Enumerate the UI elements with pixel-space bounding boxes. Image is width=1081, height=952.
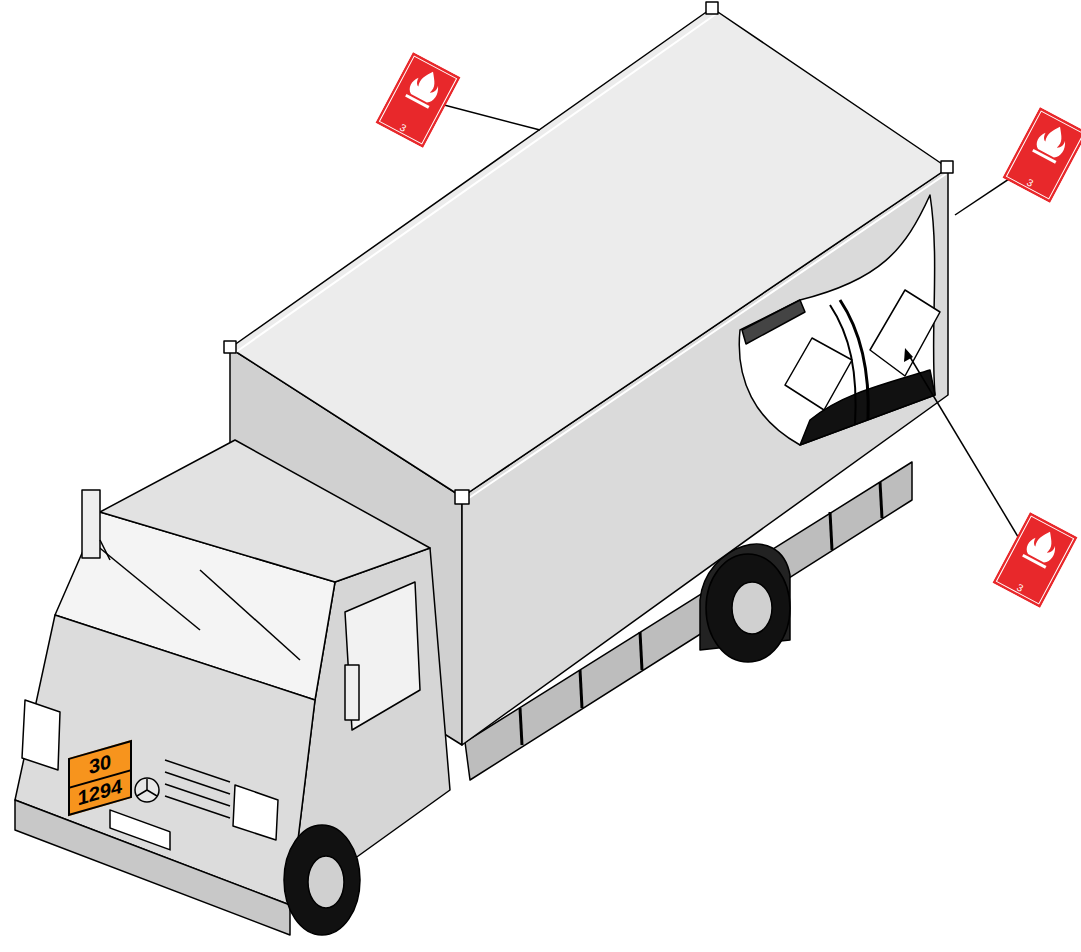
box-roof <box>230 8 948 497</box>
number-plate <box>110 810 170 850</box>
headlight <box>233 785 278 840</box>
roof-edge <box>466 174 946 500</box>
mirror-arm <box>100 540 110 560</box>
label-shape <box>992 512 1077 608</box>
leader-lines <box>425 100 1045 560</box>
flame-base <box>405 94 429 109</box>
front-hub <box>308 856 344 908</box>
label-background <box>992 512 1077 608</box>
label-shape <box>1002 107 1081 203</box>
package <box>870 290 940 376</box>
cutaway-shelf <box>742 300 805 344</box>
rear-wheel <box>706 554 790 662</box>
flame-base <box>1032 149 1056 164</box>
rear-hub <box>732 582 772 634</box>
mirror <box>345 665 359 720</box>
corner-post <box>706 2 718 14</box>
hazard-label: 3 <box>992 512 1077 608</box>
door-window <box>345 582 420 730</box>
corner-post <box>941 161 953 173</box>
hazard-label: 3 <box>1002 107 1081 203</box>
label-shape <box>375 52 460 148</box>
mirror <box>82 490 100 558</box>
flame-base <box>1022 554 1046 569</box>
roof-edge <box>236 14 716 352</box>
hazard-label: 3 <box>375 52 460 148</box>
leader-line <box>907 352 1032 560</box>
label-background <box>375 52 460 148</box>
grille <box>165 760 230 818</box>
emblem-star <box>137 779 157 796</box>
front-wheel <box>284 825 360 935</box>
emblem <box>135 778 159 802</box>
label-border <box>379 56 456 144</box>
label-border <box>996 516 1073 604</box>
wiper <box>200 570 300 660</box>
label-border <box>1006 111 1081 199</box>
label-background <box>1002 107 1081 203</box>
wiper <box>90 540 200 630</box>
corner-post <box>455 490 469 504</box>
package <box>785 338 852 410</box>
corner-post <box>224 341 236 353</box>
headlight <box>22 700 60 770</box>
leader-arrowhead <box>904 348 913 362</box>
cab-roof <box>100 440 430 582</box>
